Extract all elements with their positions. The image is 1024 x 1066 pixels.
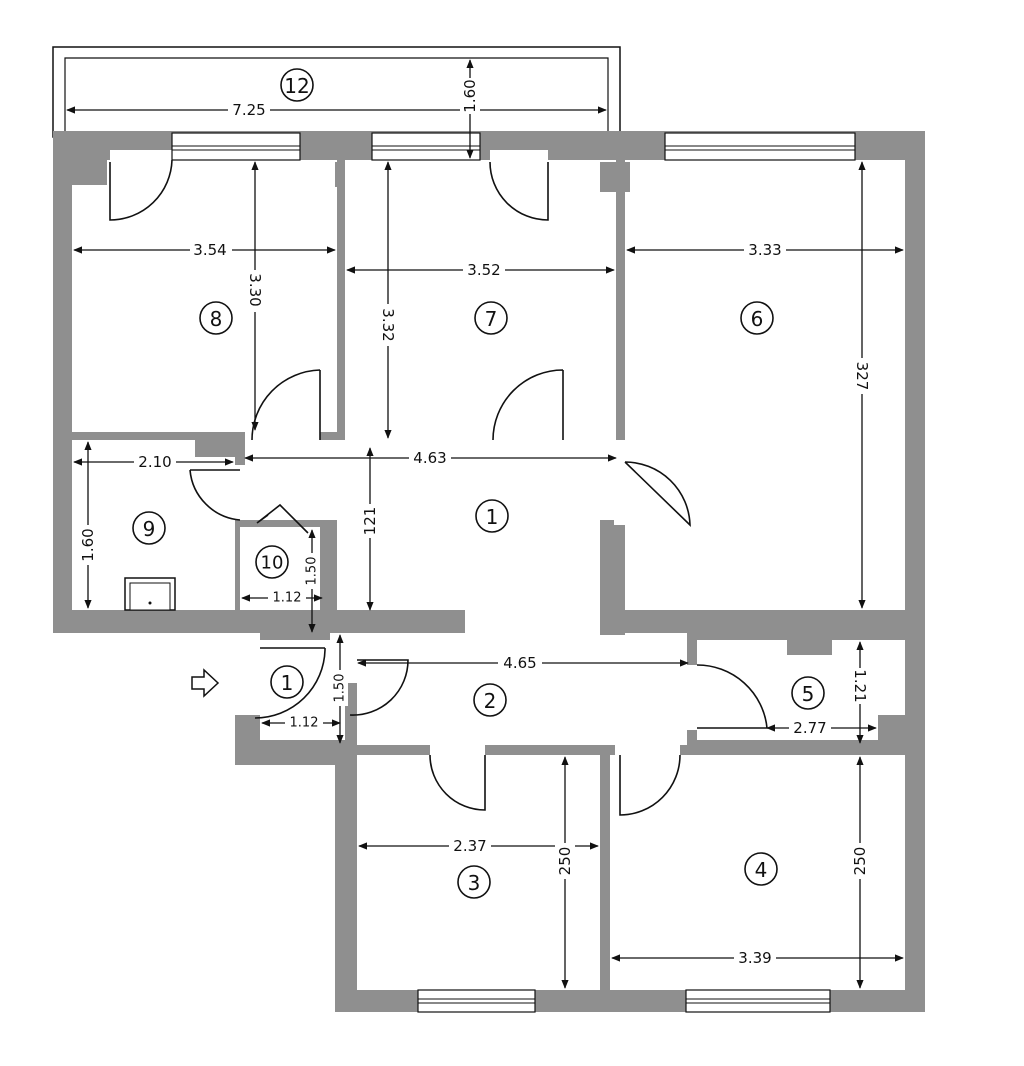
room-label-10: 10: [255, 545, 289, 579]
room-label-8: 8: [199, 301, 233, 335]
svg-text:250: 250: [851, 847, 869, 876]
room-labels: 12 8 7 6 1 9 10 1 2 5 3 4: [132, 68, 825, 899]
svg-text:6: 6: [751, 307, 764, 331]
dim-room9-width: 2.10: [73, 452, 234, 472]
room-label-3: 3: [457, 865, 491, 899]
room-label-1-hall: 1: [475, 499, 509, 533]
svg-text:3.54: 3.54: [193, 241, 226, 259]
dim-room10-width: 1.12: [241, 590, 323, 606]
svg-text:10: 10: [261, 553, 284, 574]
svg-text:2.37: 2.37: [453, 837, 486, 855]
dim-hall-depth: 121: [360, 447, 380, 611]
svg-text:3.52: 3.52: [467, 261, 500, 279]
dim-room7-depth: 3.32: [378, 161, 398, 439]
room-label-5: 5: [791, 676, 825, 710]
svg-text:3.30: 3.30: [246, 273, 264, 306]
svg-text:2.10: 2.10: [138, 453, 171, 471]
svg-text:4: 4: [755, 858, 768, 882]
dim-balcony-width: 7.25: [66, 100, 607, 120]
svg-text:2.77: 2.77: [793, 719, 826, 737]
room-label-12: 12: [280, 68, 314, 102]
dim-hall-width: 4.63: [244, 448, 617, 468]
svg-text:4.63: 4.63: [413, 449, 446, 467]
svg-text:3.39: 3.39: [738, 949, 771, 967]
svg-text:3: 3: [468, 871, 481, 895]
dim-entry-width: 1.12: [261, 715, 341, 731]
svg-text:1.50: 1.50: [305, 557, 320, 586]
svg-text:250: 250: [556, 847, 574, 876]
dim-balcony-depth: 1.60: [460, 59, 480, 159]
dim-room5-depth: 1.21: [850, 641, 870, 744]
svg-text:1: 1: [486, 505, 499, 529]
svg-text:2: 2: [484, 689, 497, 713]
balcony: [52, 46, 621, 138]
room-label-4: 4: [744, 852, 778, 886]
dim-room3-depth: 250: [555, 756, 575, 989]
dim-entry-depth: 1.50: [332, 634, 348, 744]
svg-text:1.60: 1.60: [79, 528, 97, 561]
dim-room8-depth: 3.30: [245, 161, 265, 431]
dim-room2-width: 4.65: [357, 653, 689, 673]
svg-text:3.32: 3.32: [379, 308, 397, 341]
svg-text:121: 121: [361, 507, 379, 536]
dim-room6-depth: 327: [852, 161, 872, 609]
dim-room9-depth: 1.60: [78, 441, 98, 609]
arrow-right-outline-icon: [191, 668, 220, 698]
svg-text:1.12: 1.12: [273, 591, 302, 606]
svg-text:4.65: 4.65: [503, 654, 536, 672]
dimensions: 7.25 1.60 3.54 3.30 3.52 3.32 3.33 327 2…: [66, 59, 904, 989]
dim-room4-depth: 250: [850, 756, 870, 989]
svg-text:327: 327: [853, 362, 871, 391]
dim-room10-depth: 1.50: [304, 529, 320, 633]
dim-room6-width: 3.33: [626, 240, 904, 260]
svg-text:3.33: 3.33: [748, 241, 781, 259]
wall-details: [72, 160, 905, 740]
svg-text:5: 5: [802, 682, 815, 706]
svg-text:7.25: 7.25: [232, 101, 265, 119]
svg-text:1.50: 1.50: [333, 674, 348, 703]
svg-text:7: 7: [485, 307, 498, 331]
wall-segment: [345, 610, 465, 633]
svg-text:1.12: 1.12: [290, 716, 319, 731]
svg-text:12: 12: [284, 74, 309, 98]
room-label-7: 7: [474, 301, 508, 335]
svg-text:1.21: 1.21: [851, 669, 869, 702]
room-label-9: 9: [132, 511, 166, 545]
room-label-1-entry: 1: [270, 665, 304, 699]
svg-text:1.60: 1.60: [461, 79, 479, 112]
windows: [171, 132, 856, 1013]
dim-room8-width: 3.54: [73, 240, 336, 260]
shower-tray: [124, 577, 176, 611]
dim-room5-width: 2.77: [766, 718, 877, 738]
room-label-2: 2: [473, 683, 507, 717]
svg-text:9: 9: [143, 517, 156, 541]
dim-room4-width: 3.39: [611, 948, 904, 968]
svg-text:1: 1: [281, 671, 294, 695]
room-label-6: 6: [740, 301, 774, 335]
svg-text:8: 8: [210, 307, 223, 331]
